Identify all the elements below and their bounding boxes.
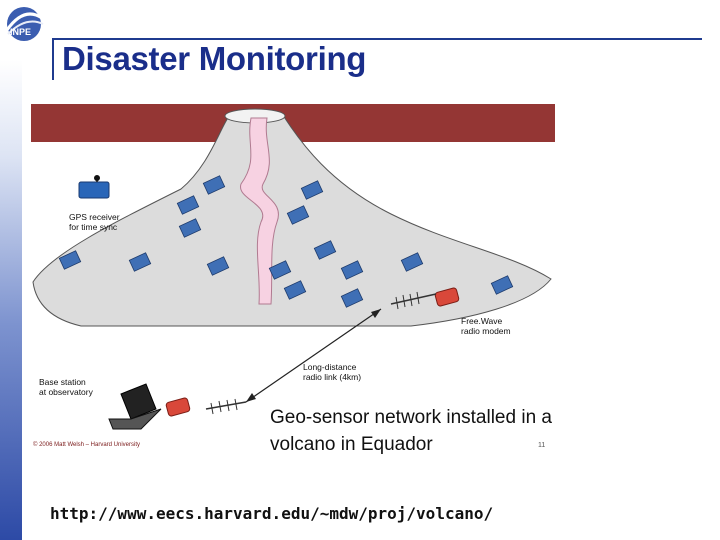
- svg-text:INPE: INPE: [10, 27, 31, 37]
- sensor-node: [176, 195, 200, 215]
- sensor-node: [283, 280, 307, 300]
- slide-number: 11: [538, 442, 546, 449]
- sensor-node: [58, 250, 82, 270]
- base-station-label: Base station at observatory: [39, 377, 93, 397]
- magma-conduit: [240, 117, 279, 305]
- volcano-diagram: GPS receiver for time sync Free.Wave rad…: [31, 104, 555, 460]
- sensor-node: [286, 205, 310, 225]
- sensor-node: [202, 175, 226, 195]
- radio-link: [245, 308, 382, 403]
- sensor-node: [178, 218, 202, 238]
- laptop: [108, 383, 162, 430]
- freewave-label: Free.Wave radio modem: [461, 316, 511, 336]
- sensor-node: [340, 260, 364, 280]
- sensor-node: [268, 260, 292, 280]
- page-title: Disaster Monitoring: [62, 40, 367, 77]
- title-accent-line: [52, 40, 54, 80]
- sensor-node: [490, 275, 514, 295]
- radio-link-label: Long-distance radio link (4km): [303, 362, 362, 382]
- sensor-node: [300, 180, 324, 200]
- base-antenna: [205, 398, 247, 415]
- sensor-node: [340, 288, 364, 308]
- freewave-modem: [390, 287, 460, 310]
- sensor-node: [313, 240, 337, 260]
- header-rule: [52, 38, 702, 40]
- copyright-text: © 2006 Matt Welsh – Harvard University: [33, 442, 141, 448]
- sensor-node: [128, 252, 152, 272]
- inpe-logo: INPE: [5, 7, 44, 41]
- sensor-node: [206, 256, 230, 276]
- base-modem: [165, 397, 191, 417]
- gps-receiver-device: [78, 175, 110, 199]
- gps-label: GPS receiver for time sync: [69, 212, 120, 232]
- sensor-node: [400, 252, 424, 272]
- figure-caption: Geo-sensor network installed in a volcan…: [270, 407, 552, 455]
- project-url: http://www.eecs.harvard.edu/~mdw/proj/vo…: [50, 504, 494, 523]
- left-gradient-bar: [0, 60, 22, 540]
